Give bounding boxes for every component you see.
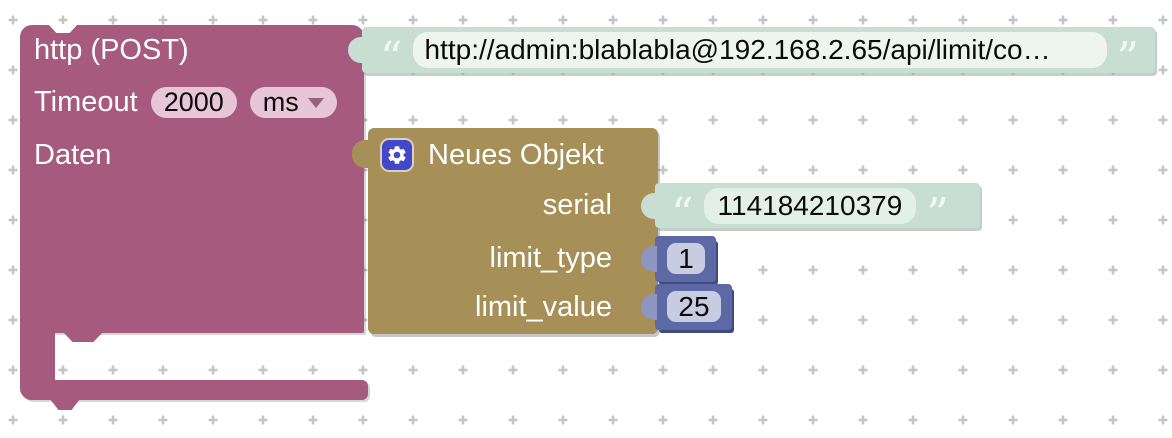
neues-objekt-block[interactable]: Neues Objekt serial limit_type limit_val… [352, 128, 658, 334]
value-connector-tab [348, 37, 366, 63]
timeout-label: Timeout [34, 86, 138, 118]
value-connector-tab [641, 193, 659, 219]
url-string-block[interactable]: “ http://admin:blablabla@192.168.2.65/ap… [348, 27, 1155, 84]
dropdown-arrow-icon [307, 97, 324, 108]
field-label-serial: serial [542, 189, 612, 221]
close-quote-icon: ” [926, 188, 949, 240]
limit-value-number-field[interactable]: 25 [667, 291, 721, 322]
close-quote-icon: ” [1116, 33, 1140, 84]
previous-connector-notch [48, 24, 78, 33]
url-text-field[interactable]: http://admin:blablabla@192.168.2.65/api/… [412, 32, 1107, 68]
object-block-title: Neues Objekt [428, 139, 604, 171]
serial-string-block[interactable]: “ 114184210379 ” [641, 183, 980, 240]
value-connector-tab [641, 246, 657, 272]
value-connector-tab [352, 140, 372, 168]
http-block-body[interactable] [20, 25, 364, 333]
field-label-limit-type: limit_type [489, 242, 613, 274]
limit-value-number-block[interactable]: 25 [641, 284, 732, 330]
gear-icon[interactable] [380, 138, 414, 172]
limit-type-number-block[interactable]: 1 [641, 236, 716, 282]
limit-type-number-field[interactable]: 1 [667, 243, 705, 274]
next-connector-tab [50, 399, 80, 410]
http-block-bottom-arm [20, 380, 368, 400]
daten-label: Daten [34, 138, 112, 171]
timeout-value-field[interactable]: 2000 [150, 87, 237, 118]
value-connector-tab [641, 294, 657, 320]
serial-text-field[interactable]: 114184210379 [703, 187, 917, 224]
timeout-unit-dropdown[interactable]: ms [249, 87, 337, 118]
timeout-unit-value: ms [262, 87, 299, 117]
field-label-limit-value: limit_value [475, 291, 612, 323]
open-quote-icon: “ [380, 33, 403, 84]
statement-connector-notch [63, 332, 103, 342]
open-quote-icon: “ [671, 188, 694, 240]
http-block-title: http (POST) [34, 33, 189, 66]
http-post-block[interactable]: http (POST) Timeout 2000 ms Daten [20, 24, 368, 415]
